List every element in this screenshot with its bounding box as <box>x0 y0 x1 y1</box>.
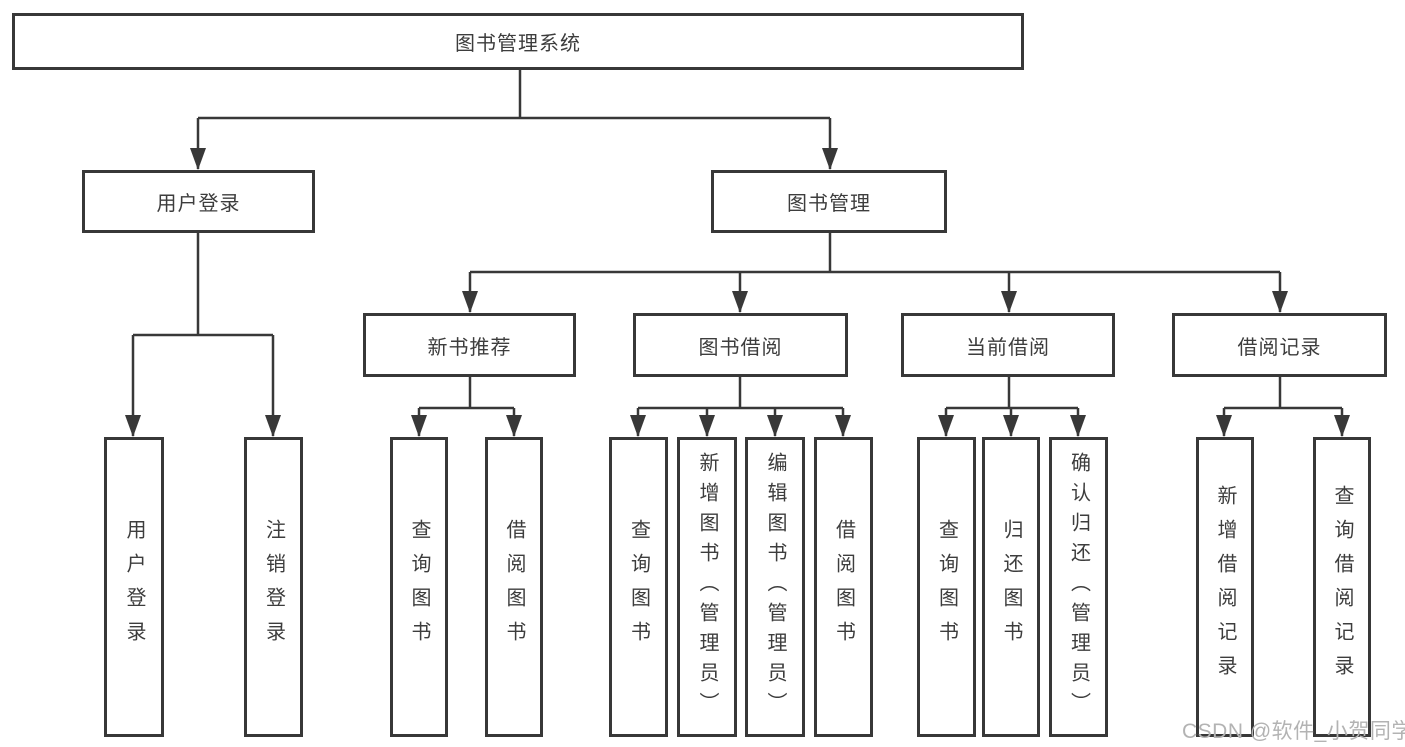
leaf-label: 用户登录 <box>123 519 145 655</box>
leaf-return-books: 归还图书 <box>982 437 1040 737</box>
leaf-label: 编辑图书（管理员） <box>764 452 786 722</box>
node-label: 当前借阅 <box>966 336 1050 359</box>
leaf-label: 借阅图书 <box>503 519 525 655</box>
leaf-label: 查询图书 <box>627 519 650 655</box>
leaf-label: 注销登录 <box>262 519 285 655</box>
leaf-logout: 注销登录 <box>244 437 303 737</box>
leaf-confirm-return-admin: 确认归还（管理员） <box>1049 437 1108 737</box>
leaf-edit-books-admin: 编辑图书（管理员） <box>745 437 805 737</box>
leaf-query-books-current: 查询图书 <box>917 437 976 737</box>
csdn-watermark: CSDN @软件_小贺同学 <box>1182 720 1405 743</box>
leaf-label: 查询借阅记录 <box>1331 485 1353 689</box>
node-label: 图书管理系统 <box>455 33 581 55</box>
node-label: 借阅记录 <box>1237 336 1322 359</box>
leaf-label: 确认归还（管理员） <box>1067 452 1090 722</box>
node-new-book-recommend: 新书推荐 <box>363 313 576 377</box>
leaf-label: 新增借阅记录 <box>1214 485 1236 689</box>
leaf-query-books-borrow: 查询图书 <box>609 437 668 737</box>
node-label: 新书推荐 <box>427 336 512 359</box>
leaf-label: 查询图书 <box>935 519 958 655</box>
node-label: 图书管理 <box>787 193 871 215</box>
leaf-label: 归还图书 <box>1000 519 1022 655</box>
node-current-borrow: 当前借阅 <box>901 313 1115 377</box>
node-user-login: 用户登录 <box>82 170 315 233</box>
leaf-add-books-admin: 新增图书（管理员） <box>677 437 737 737</box>
leaf-label: 查询图书 <box>408 519 430 655</box>
leaf-query-books-recommend: 查询图书 <box>390 437 448 737</box>
leaf-add-borrow-record: 新增借阅记录 <box>1196 437 1254 737</box>
node-book-management: 图书管理 <box>711 170 947 233</box>
node-root-system: 图书管理系统 <box>12 13 1024 70</box>
leaf-borrow-books-recommend: 借阅图书 <box>485 437 543 737</box>
node-book-borrow: 图书借阅 <box>633 313 848 377</box>
node-borrow-records: 借阅记录 <box>1172 313 1387 377</box>
node-label: 用户登录 <box>156 193 241 215</box>
leaf-borrow-books: 借阅图书 <box>814 437 873 737</box>
leaf-label: 借阅图书 <box>832 519 855 655</box>
leaf-query-borrow-record: 查询借阅记录 <box>1313 437 1371 737</box>
leaf-label: 新增图书（管理员） <box>696 452 718 722</box>
leaf-user-login: 用户登录 <box>104 437 164 737</box>
node-label: 图书借阅 <box>698 336 783 359</box>
